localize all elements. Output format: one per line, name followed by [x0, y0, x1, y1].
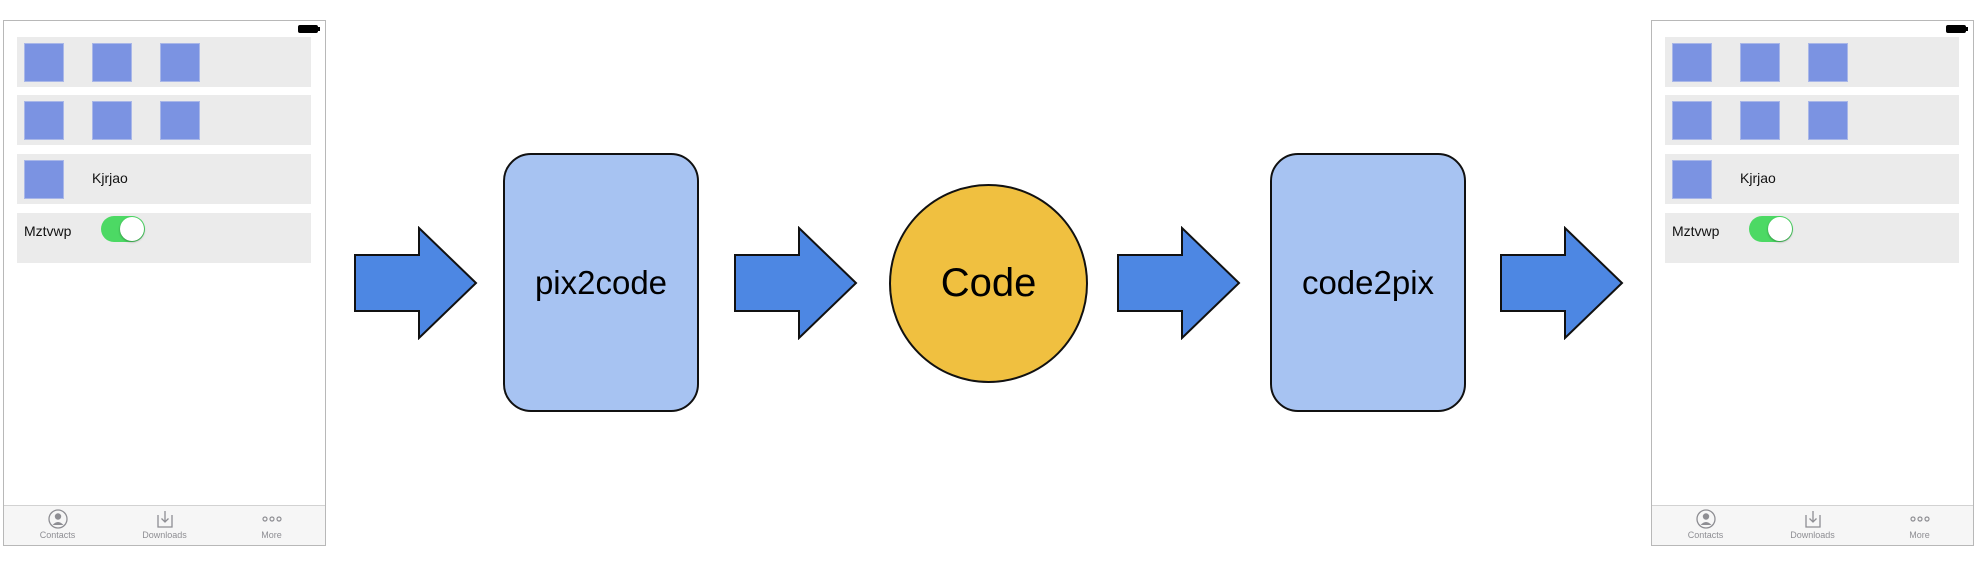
tab-label: Downloads — [142, 530, 187, 540]
image-row-2 — [1665, 95, 1959, 145]
tab-label: More — [1909, 530, 1930, 540]
image-thumbnail[interactable] — [1740, 43, 1780, 82]
pix2code-label: pix2code — [534, 263, 668, 301]
toggle-switch[interactable] — [101, 216, 145, 242]
image-thumbnail[interactable] — [24, 101, 64, 140]
toggle-row: Mztvwp — [17, 213, 311, 263]
code-label: Code — [940, 261, 1037, 305]
toggle-label: Mztvwp — [1672, 223, 1720, 239]
tab-downloads[interactable]: Downloads — [125, 506, 205, 545]
image-thumbnail[interactable] — [1672, 43, 1712, 82]
row-label: Kjrjao — [1740, 170, 1776, 186]
toggle-label: Mztvwp — [24, 223, 72, 239]
tab-more[interactable]: More — [1880, 506, 1960, 545]
tab-bar: Contacts Downloads More — [1652, 505, 1973, 545]
flow-arrow-icon — [1500, 226, 1624, 340]
row-label: Kjrjao — [92, 170, 128, 186]
battery-icon — [1946, 25, 1968, 33]
tab-more[interactable]: More — [232, 506, 312, 545]
image-thumbnail[interactable] — [1808, 43, 1848, 82]
image-thumbnail[interactable] — [1672, 101, 1712, 140]
flow-arrow-icon — [734, 226, 858, 340]
toggle-switch[interactable] — [1749, 216, 1793, 242]
image-thumbnail — [24, 160, 64, 199]
toggle-row: Mztvwp — [1665, 213, 1959, 263]
tab-label: More — [261, 530, 282, 540]
tab-bar: Contacts Downloads More — [4, 505, 325, 545]
flow-arrow-icon — [354, 226, 478, 340]
downloads-icon — [1804, 511, 1821, 528]
image-thumbnail[interactable] — [1808, 101, 1848, 140]
pix2code-box: pix2code — [503, 153, 699, 412]
more-icon — [1909, 516, 1930, 522]
toggle-knob — [1768, 217, 1792, 241]
image-thumbnail[interactable] — [160, 101, 200, 140]
contacts-icon — [1695, 509, 1716, 529]
image-thumbnail[interactable] — [92, 101, 132, 140]
contacts-icon — [47, 509, 68, 529]
tab-label: Downloads — [1790, 530, 1835, 540]
code2pix-label: code2pix — [1301, 263, 1435, 301]
code-circle: Code — [889, 184, 1088, 383]
image-label-row[interactable]: Kjrjao — [17, 154, 311, 204]
image-thumbnail[interactable] — [1740, 101, 1780, 140]
image-thumbnail[interactable] — [160, 43, 200, 82]
image-label-row[interactable]: Kjrjao — [1665, 154, 1959, 204]
more-icon — [261, 516, 282, 522]
image-row-1 — [17, 37, 311, 87]
image-thumbnail[interactable] — [24, 43, 64, 82]
code2pix-box: code2pix — [1270, 153, 1466, 412]
image-row-1 — [1665, 37, 1959, 87]
toggle-knob — [120, 217, 144, 241]
input-screenshot: Kjrjao Mztvwp Contacts — [3, 20, 326, 546]
battery-icon — [298, 25, 320, 33]
image-thumbnail — [1672, 160, 1712, 199]
tab-label: Contacts — [1687, 530, 1724, 540]
downloads-icon — [156, 511, 173, 528]
image-row-2 — [17, 95, 311, 145]
tab-contacts[interactable]: Contacts — [18, 506, 98, 545]
tab-downloads[interactable]: Downloads — [1773, 506, 1853, 545]
tab-contacts[interactable]: Contacts — [1666, 506, 1746, 545]
image-thumbnail[interactable] — [92, 43, 132, 82]
output-screenshot: Kjrjao Mztvwp Contacts — [1651, 20, 1974, 546]
flow-arrow-icon — [1117, 226, 1241, 340]
tab-label: Contacts — [39, 530, 76, 540]
